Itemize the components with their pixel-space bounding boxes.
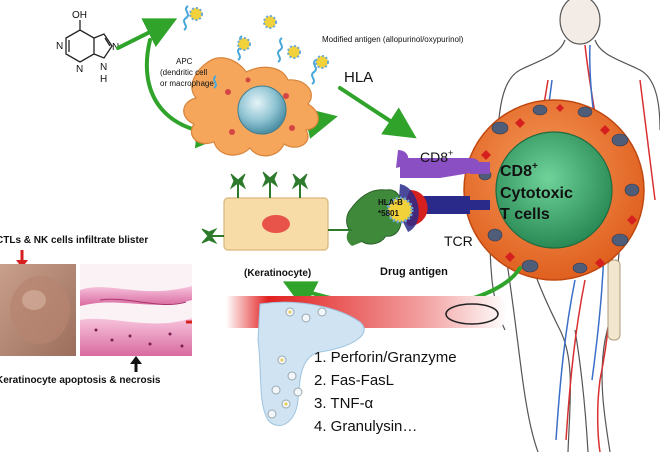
apc-label-line2: (dendritic cell [160,68,207,77]
black-up-arrow [130,356,142,372]
skin-lesion-photo [0,264,76,356]
hla-label: HLA [344,69,373,86]
mediator-item-1: 1. Perforin/Granzyme [314,349,457,366]
hla-b-molecule [346,189,402,246]
molecule-oh: OH [72,10,87,21]
modified-antigen-molecules [183,5,329,89]
hla-b-label-line1: HLA-B [378,198,403,207]
apc-label-line1: APC [176,57,193,66]
arm-bone [607,259,621,341]
cytotoxic-cell-line3: T cells [500,206,550,223]
apc-cell [183,57,319,157]
drug-antigen-star [386,196,414,224]
drug-antigen-label: Drug antigen [380,266,448,278]
tcr-label: TCR [444,233,473,249]
cd8-receptor [396,150,490,178]
allopurinol-structure [65,20,113,63]
keratinocyte-hla-markers [201,171,309,245]
ctl-infiltrate-label: CTLs & NK cells infiltrate blister [0,235,148,246]
keratinocyte-label: (Keratinocyte) [244,268,311,279]
molecule-n2: N [76,64,83,75]
molecule-h: H [100,74,107,85]
apc-label-line3: or macrophage) [160,79,217,88]
mediator-item-2: 2. Fas-FasL [314,372,394,389]
molecule-n1: N [56,41,63,52]
cd8-label: CD8+ [420,148,453,165]
cytotoxic-cell-line2: Cytotoxic [500,185,573,202]
apoptosis-label: Keratinocyte apoptosis & necrosis [0,375,161,386]
molecule-n3: N [112,42,119,53]
modified-antigen-label: Modified antigen (allopurinol/oxypurinol… [322,35,464,44]
mediator-item-3: 3. TNF-α [314,395,374,412]
molecule-nh: N [100,62,107,73]
blood-vessel-with-cells [226,296,508,426]
keratinocyte-cell [223,197,329,251]
hla-b-label-line2: *5801 [378,209,399,218]
cytotoxic-t-cell [463,99,645,281]
mediator-item-4: 4. Granulysin… [314,418,417,435]
cytotoxic-cell-line1: CD8+ [500,161,538,180]
histology-image [80,264,192,356]
